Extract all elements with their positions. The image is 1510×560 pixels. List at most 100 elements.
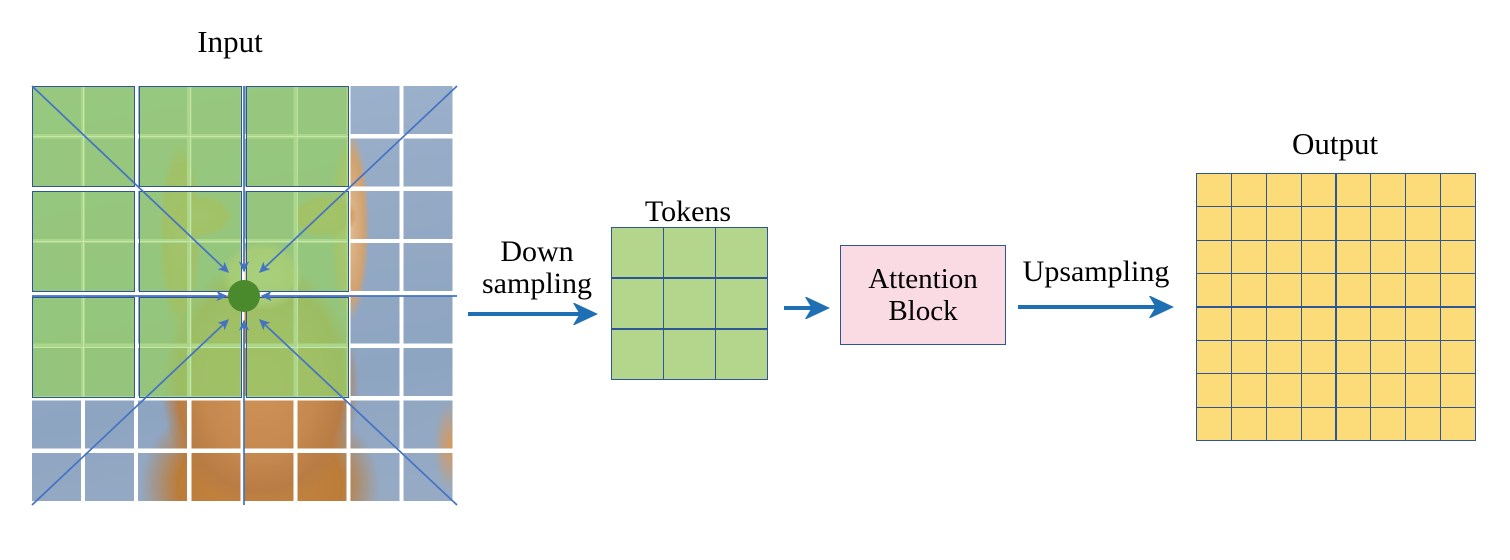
output-cell[interactable]	[1301, 407, 1336, 440]
output-cell[interactable]	[1231, 240, 1266, 273]
output-grid[interactable]	[1196, 173, 1476, 441]
token-cell[interactable]	[612, 278, 663, 329]
output-cell[interactable]	[1371, 340, 1406, 374]
output-cell[interactable]	[1441, 174, 1475, 207]
output-cell[interactable]	[1301, 307, 1336, 340]
output-cell[interactable]	[1266, 307, 1301, 340]
green-block-subdivision	[246, 297, 348, 397]
token-cell[interactable]	[664, 329, 715, 379]
input-title: Input	[197, 24, 263, 59]
input-image-grid[interactable]	[31, 85, 458, 506]
output-cell[interactable]	[1231, 340, 1266, 374]
output-cell[interactable]	[1406, 207, 1441, 240]
output-cell[interactable]	[1231, 407, 1266, 440]
output-cell[interactable]	[1266, 207, 1301, 240]
attention-arrow-layer	[31, 85, 458, 506]
output-cell[interactable]	[1301, 340, 1336, 374]
output-cell[interactable]	[1336, 340, 1371, 374]
output-cell[interactable]	[1371, 407, 1406, 440]
output-cell[interactable]	[1231, 207, 1266, 240]
output-cell[interactable]	[1336, 240, 1371, 273]
token-cell[interactable]	[716, 329, 767, 379]
output-cell[interactable]	[1301, 174, 1336, 207]
output-cell[interactable]	[1336, 207, 1371, 240]
output-cell[interactable]	[1266, 274, 1301, 307]
input-green-block	[32, 296, 135, 398]
input-green-block	[245, 86, 349, 187]
output-cell[interactable]	[1406, 407, 1441, 440]
tokens-to-attention-arrow-icon	[784, 297, 830, 319]
output-cell[interactable]	[1406, 174, 1441, 207]
output-cell[interactable]	[1441, 207, 1475, 240]
output-cell[interactable]	[1301, 274, 1336, 307]
tokens-title: Tokens	[644, 195, 732, 228]
input-green-block	[138, 191, 242, 293]
output-cell[interactable]	[1336, 274, 1371, 307]
output-cell[interactable]	[1336, 307, 1371, 340]
output-cell[interactable]	[1197, 407, 1231, 440]
token-cell[interactable]	[612, 228, 663, 278]
output-cell[interactable]	[1336, 407, 1371, 440]
token-cell[interactable]	[664, 228, 715, 278]
tokens-grid[interactable]	[611, 227, 768, 380]
output-cell[interactable]	[1406, 240, 1441, 273]
output-cell[interactable]	[1266, 174, 1301, 207]
output-cell[interactable]	[1301, 207, 1336, 240]
output-cell[interactable]	[1197, 340, 1231, 374]
output-cell[interactable]	[1301, 374, 1336, 407]
output-cell[interactable]	[1371, 174, 1406, 207]
input-green-block	[245, 191, 349, 293]
green-block-subdivision	[139, 87, 241, 186]
output-cell[interactable]	[1301, 240, 1336, 273]
input-green-block	[245, 296, 349, 398]
output-cell[interactable]	[1406, 340, 1441, 374]
output-cell[interactable]	[1441, 274, 1475, 307]
green-block-subdivision	[33, 297, 134, 397]
output-cell[interactable]	[1406, 374, 1441, 407]
output-cell[interactable]	[1231, 274, 1266, 307]
output-cell[interactable]	[1371, 240, 1406, 273]
output-cell[interactable]	[1371, 207, 1406, 240]
input-green-block	[138, 86, 242, 187]
output-cell[interactable]	[1197, 174, 1231, 207]
output-cell[interactable]	[1197, 307, 1231, 340]
output-cell[interactable]	[1197, 207, 1231, 240]
output-cell[interactable]	[1231, 307, 1266, 340]
green-block-subdivision	[139, 297, 241, 397]
output-cell[interactable]	[1406, 274, 1441, 307]
green-block-subdivision	[246, 87, 348, 186]
output-cell[interactable]	[1441, 407, 1475, 440]
output-cell[interactable]	[1371, 274, 1406, 307]
output-cell[interactable]	[1231, 374, 1266, 407]
output-cell[interactable]	[1371, 307, 1406, 340]
output-cell[interactable]	[1406, 307, 1441, 340]
output-cell[interactable]	[1197, 240, 1231, 273]
output-cell[interactable]	[1197, 274, 1231, 307]
output-cell[interactable]	[1441, 340, 1475, 374]
token-cell[interactable]	[612, 329, 663, 379]
output-cell[interactable]	[1231, 174, 1266, 207]
output-title: Output	[1291, 126, 1379, 161]
output-cell[interactable]	[1371, 374, 1406, 407]
output-cell[interactable]	[1266, 407, 1301, 440]
output-cell[interactable]	[1266, 240, 1301, 273]
green-block-subdivision	[139, 192, 241, 292]
token-cell[interactable]	[716, 278, 767, 329]
output-cell[interactable]	[1266, 340, 1301, 374]
output-cell[interactable]	[1441, 240, 1475, 273]
green-block-subdivision	[246, 192, 348, 292]
token-cell[interactable]	[664, 278, 715, 329]
output-cell[interactable]	[1197, 374, 1231, 407]
center-token-dot[interactable]	[228, 280, 260, 312]
output-cell[interactable]	[1336, 174, 1371, 207]
output-cell[interactable]	[1441, 374, 1475, 407]
attention-arrows	[31, 85, 458, 506]
output-cell[interactable]	[1441, 307, 1475, 340]
output-cell[interactable]	[1266, 374, 1301, 407]
downsampling-arrow-icon	[468, 303, 598, 325]
token-cell[interactable]	[716, 228, 767, 278]
green-block-subdivision	[33, 192, 134, 292]
output-cell[interactable]	[1336, 374, 1371, 407]
